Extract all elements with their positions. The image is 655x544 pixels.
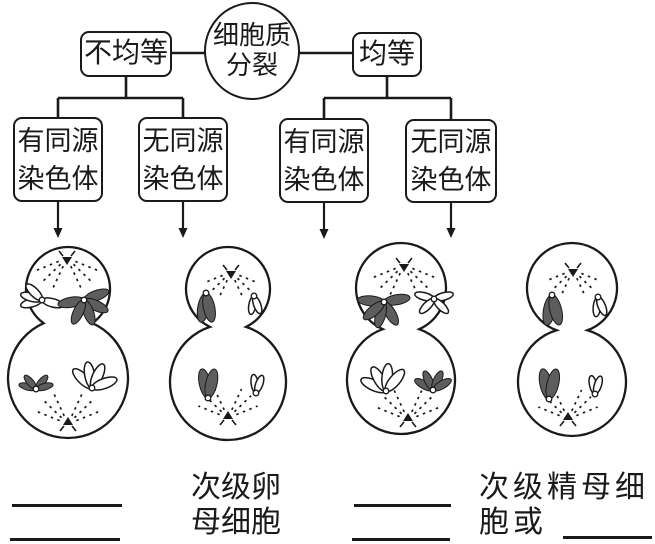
flow-arrowhead [53, 228, 63, 238]
centromere [252, 389, 260, 397]
centrosome-ray [222, 264, 228, 271]
leaf-box-without-homologs-2: 无同源 染色体 [405, 119, 497, 203]
caption-line2: 母细胞 [191, 506, 281, 539]
flow-arrowhead [178, 228, 188, 238]
root-label-line2: 分裂 [225, 51, 278, 80]
leaf-box-without-homologs-1: 无同源 染色体 [138, 117, 228, 202]
flow-arrowhead [446, 228, 456, 238]
centromere [204, 394, 212, 402]
spindle-fiber [41, 398, 63, 419]
caption-secondary-spermatocyte: 次级精母细 胞或 [479, 470, 649, 540]
centrosome-ray [571, 420, 577, 427]
cell-equal-with-homologs [345, 241, 457, 436]
leaf-label-line2: 染色体 [283, 164, 365, 195]
centromere [430, 295, 438, 303]
centromere [250, 292, 258, 300]
answer-blank-left-2 [10, 538, 120, 541]
centrosome-ray [231, 419, 237, 426]
branch-label-unequal: 不均等 [83, 38, 168, 69]
root-label-line1: 细胞质 [212, 21, 291, 50]
centrosome-ray [564, 262, 570, 269]
answer-blank-trailing [563, 536, 652, 539]
spindle-fiber [76, 409, 102, 422]
centrosome-ray [399, 421, 405, 428]
leaf-box-with-homologs-2: 有同源 染色体 [279, 118, 369, 203]
answer-blank-right-1 [354, 504, 451, 507]
flow-arrowhead [319, 229, 329, 239]
spindle-fiber [34, 409, 60, 422]
leaf-label-line1: 有同源 [283, 126, 365, 157]
cell-unequal-without-homologs [168, 245, 288, 442]
leaf-label-line2: 染色体 [410, 165, 492, 195]
centrosome-ray [71, 425, 77, 432]
centrosome-mark [226, 271, 236, 279]
centrosome-ray [70, 250, 76, 257]
caption-secondary-oocyte: 次级卵 母细胞 [191, 470, 281, 540]
centromere [38, 296, 46, 304]
branch-label-equal: 均等 [358, 38, 415, 70]
centromere [591, 390, 599, 398]
centrosome-ray [411, 421, 417, 428]
centrosome-mark [63, 417, 73, 425]
answer-blank-right-2 [352, 538, 450, 541]
cell-unequal-with-homologs [6, 245, 130, 440]
spindle-fiber [52, 391, 65, 417]
leaf-label-line1: 无同源 [410, 127, 492, 157]
centromere [548, 291, 556, 299]
centrosome-mark [403, 413, 413, 421]
leaf-label-line1: 有同源 [17, 125, 99, 156]
centrosome-mark [399, 264, 409, 272]
centromere [382, 387, 390, 395]
centromere [545, 395, 553, 403]
cell-equal-without-homologs [516, 241, 628, 438]
root-node-cytoplasm-division: 细胞质 分裂 [204, 2, 300, 100]
centromere [32, 385, 40, 393]
centrosome-ray [59, 425, 65, 432]
leaf-box-with-homologs-1: 有同源 染色体 [13, 117, 103, 202]
centrosome-ray [58, 250, 64, 257]
caption-line1: 次级卵 [191, 471, 281, 504]
centrosome-ray [219, 419, 225, 426]
centromere [80, 296, 88, 304]
leaf-label-line1: 无同源 [142, 125, 224, 156]
centromere [380, 298, 388, 306]
centromere [429, 386, 437, 394]
centrosome-mark [223, 411, 233, 419]
leaf-label-line2: 染色体 [17, 163, 99, 194]
caption-line1: 次级精母细 [479, 471, 649, 504]
centrosome-ray [234, 264, 240, 271]
centrosome-ray [559, 420, 565, 427]
centrosome-mark [568, 269, 578, 277]
centrosome-ray [407, 257, 413, 264]
branch-box-equal: 均等 [352, 32, 422, 77]
branch-box-unequal: 不均等 [80, 31, 172, 77]
centrosome-mark [563, 412, 573, 420]
centrosome-ray [395, 257, 401, 264]
spindle-fiber [73, 398, 95, 419]
caption-line2: 胞或 [479, 506, 547, 539]
centromere [202, 289, 210, 297]
centrosome-mark [62, 257, 72, 265]
centromere [594, 293, 602, 301]
spindle-fiber [71, 391, 84, 417]
leaf-label-line2: 染色体 [142, 163, 224, 194]
cell-membrane [6, 245, 130, 440]
answer-blank-left-1 [12, 504, 122, 507]
centrosome-ray [576, 262, 582, 269]
centromere [88, 384, 96, 392]
